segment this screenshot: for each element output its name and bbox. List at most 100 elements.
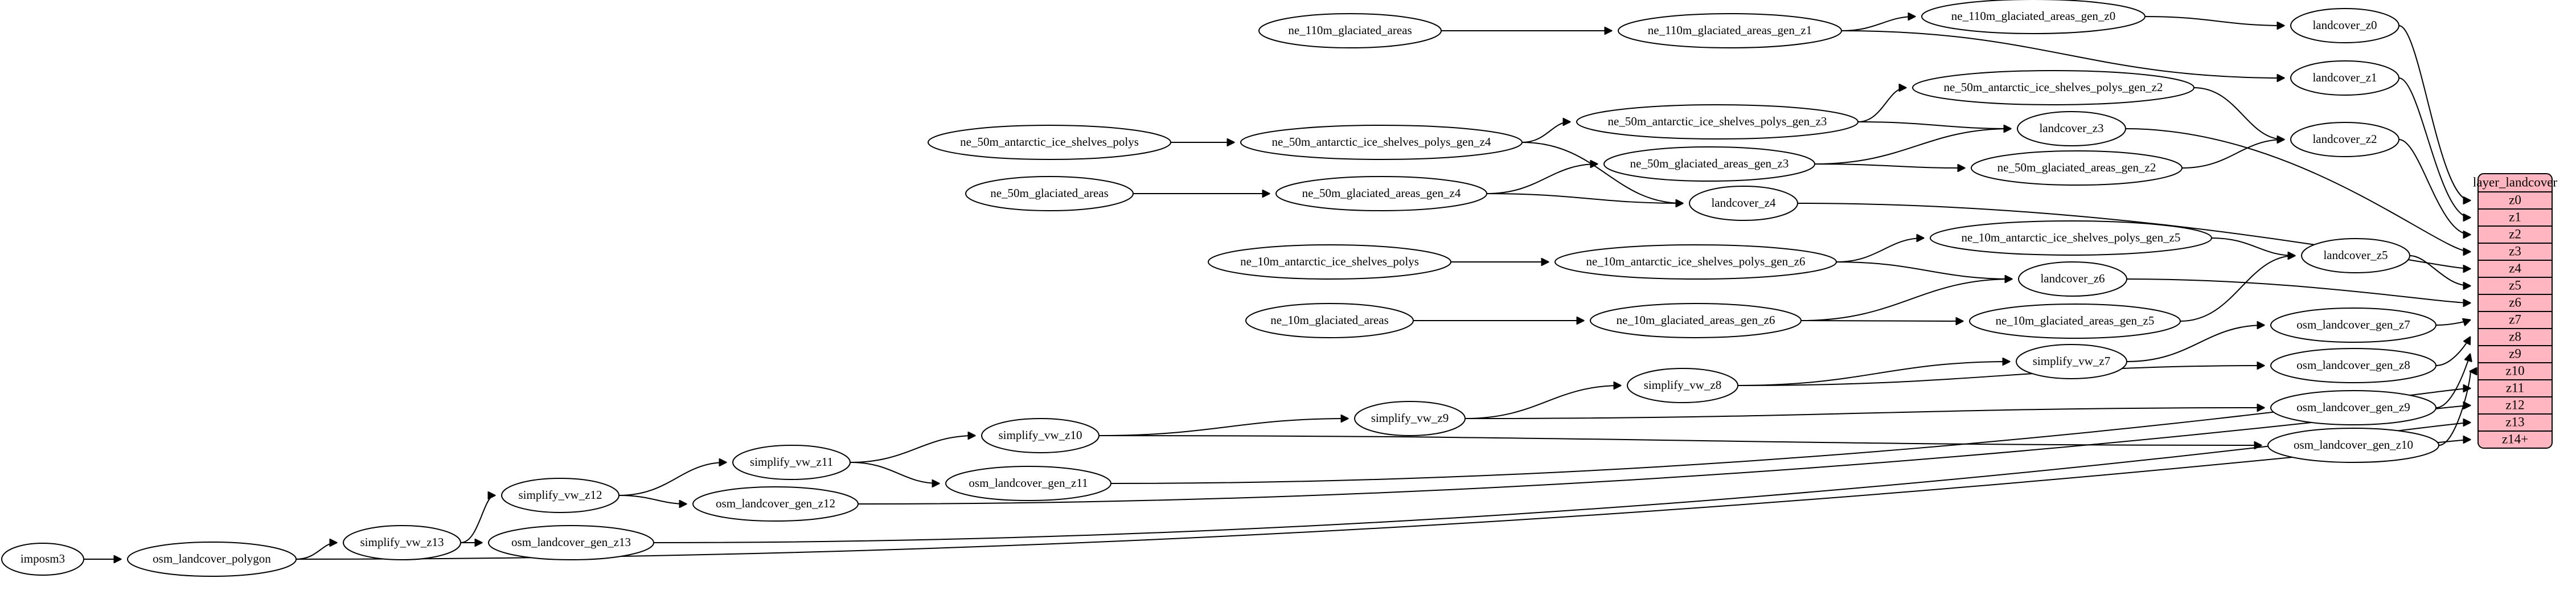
node-ne_10m_antarctic_ice_shelves_polys[interactable]: ne_10m_antarctic_ice_shelves_polys [1208, 244, 1451, 280]
node-simplify_vw_z9[interactable]: simplify_vw_z9 [1354, 401, 1466, 436]
node-ne_50m_antarctic_ice_shelves_polys_gen_z4[interactable]: ne_50m_antarctic_ice_shelves_polys_gen_z… [1240, 125, 1523, 160]
node-imposm3[interactable]: imposm3 [1, 543, 84, 576]
table-row-z2[interactable]: z2 [2509, 227, 2521, 241]
node-label-osm_landcover_polygon: osm_landcover_polygon [153, 552, 271, 565]
node-osm_landcover_gen_z13[interactable]: osm_landcover_gen_z13 [488, 525, 654, 560]
edge-ne_50m_glaciated_areas_gen_z4-to-ne_50m_glaciated_areas_gen_z3 [1486, 164, 1597, 194]
node-ne_110m_glaciated_areas_gen_z0[interactable]: ne_110m_glaciated_areas_gen_z0 [1921, 0, 2146, 34]
node-label-ne_10m_antarctic_ice_shelves_polys: ne_10m_antarctic_ice_shelves_polys [1240, 255, 1419, 268]
edge-ne_50m_antarctic_ice_shelves_polys_gen_z2-to-landcover_z2 [2193, 87, 2284, 140]
node-osm_landcover_polygon[interactable]: osm_landcover_polygon [127, 542, 297, 577]
edge-ne_10m_glaciated_areas_gen_z6-to-landcover_z6 [1800, 279, 2012, 321]
node-landcover_z6[interactable]: landcover_z6 [2018, 261, 2127, 297]
node-label-ne_50m_glaciated_areas_gen_z4: ne_50m_glaciated_areas_gen_z4 [1302, 186, 1461, 200]
edge-ne_50m_glaciated_areas_gen_z3-to-ne_50m_glaciated_areas_gen_z2 [1814, 163, 1964, 168]
node-osm_landcover_gen_z11[interactable]: osm_landcover_gen_z11 [945, 466, 1111, 501]
node-simplify_vw_z12[interactable]: simplify_vw_z12 [501, 478, 620, 513]
node-label-osm_landcover_gen_z11: osm_landcover_gen_z11 [969, 476, 1088, 490]
node-label-osm_landcover_gen_z9: osm_landcover_gen_z9 [2296, 400, 2410, 414]
node-ne_110m_glaciated_areas_gen_z1[interactable]: ne_110m_glaciated_areas_gen_z1 [1618, 13, 1842, 48]
node-osm_landcover_gen_z9[interactable]: osm_landcover_gen_z9 [2270, 390, 2436, 425]
table-title: layer_landcover [2473, 175, 2557, 189]
edge-osm_landcover_gen_z7-to-layer_landcover-z7 [2435, 320, 2470, 325]
table-row-z1[interactable]: z1 [2509, 210, 2521, 224]
node-label-simplify_vw_z13: simplify_vw_z13 [360, 535, 444, 549]
edge-osm_landcover_gen_z11-to-layer_landcover-z11 [1110, 388, 2470, 484]
node-ne_50m_antarctic_ice_shelves_polys_gen_z2[interactable]: ne_50m_antarctic_ice_shelves_polys_gen_z… [1912, 70, 2194, 105]
node-shape-ne_10m_antarctic_ice_shelves_polys [1208, 244, 1451, 280]
node-shape-ne_50m_glaciated_areas_gen_z3 [1603, 146, 1815, 182]
table-row-z14+[interactable]: z14+ [2502, 432, 2528, 446]
node-osm_landcover_gen_z12[interactable]: osm_landcover_gen_z12 [692, 486, 859, 522]
node-shape-osm_landcover_gen_z7 [2270, 307, 2436, 343]
node-shape-ne_50m_antarctic_ice_shelves_polys_gen_z2 [1912, 70, 2194, 105]
table-row-z10[interactable]: z10 [2505, 363, 2524, 378]
node-label-landcover_z5: landcover_z5 [2323, 248, 2388, 262]
table-row-z12[interactable]: z12 [2505, 397, 2524, 412]
table-row-z3[interactable]: z3 [2509, 244, 2521, 258]
table-layer-landcover: layer_landcover z0 z1 z2 z3 z4 z5 z6 z7 z8 z9 z10 z1… [2473, 173, 2557, 449]
node-shape-ne_50m_glaciated_areas_gen_z4 [1275, 176, 1487, 211]
node-landcover_z4[interactable]: landcover_z4 [1689, 186, 1798, 221]
table-row-z5[interactable]: z5 [2509, 278, 2521, 292]
node-landcover_z5[interactable]: landcover_z5 [2301, 238, 2410, 273]
node-landcover_z3[interactable]: landcover_z3 [2017, 111, 2126, 146]
node-osm_landcover_gen_z8[interactable]: osm_landcover_gen_z8 [2270, 348, 2436, 383]
node-shape-ne_50m_antarctic_ice_shelves_polys_gen_z3 [1576, 104, 1859, 140]
node-ne_50m_glaciated_areas_gen_z3[interactable]: ne_50m_glaciated_areas_gen_z3 [1603, 146, 1815, 182]
table-row-z11[interactable]: z11 [2506, 380, 2524, 395]
node-ne_50m_antarctic_ice_shelves_polys_gen_z3[interactable]: ne_50m_antarctic_ice_shelves_polys_gen_z… [1576, 104, 1859, 140]
node-ne_50m_glaciated_areas_gen_z4[interactable]: ne_50m_glaciated_areas_gen_z4 [1275, 176, 1487, 211]
table-row-z7[interactable]: z7 [2509, 312, 2521, 326]
node-simplify_vw_z13[interactable]: simplify_vw_z13 [343, 525, 461, 560]
node-shape-landcover_z0 [2290, 8, 2399, 43]
node-shape-ne_10m_antarctic_ice_shelves_polys_gen_z6 [1554, 244, 1837, 280]
table-row-z9[interactable]: z9 [2509, 346, 2521, 360]
node-label-ne_50m_antarctic_ice_shelves_polys_gen_z4: ne_50m_antarctic_ice_shelves_polys_gen_z… [1272, 135, 1491, 149]
node-simplify_vw_z7[interactable]: simplify_vw_z7 [2016, 344, 2127, 379]
node-ne_50m_glaciated_areas[interactable]: ne_50m_glaciated_areas [965, 176, 1134, 211]
edge-osm_landcover_gen_z9-to-layer_landcover-z9 [2435, 354, 2470, 408]
edge-ne_50m_antarctic_ice_shelves_polys_gen_z4-to-ne_50m_antarctic_ice_shelves_polys_gen_z3 [1521, 122, 1570, 143]
table-row-z8[interactable]: z8 [2509, 329, 2521, 343]
node-shape-osm_landcover_gen_z13 [488, 525, 654, 560]
node-shape-simplify_vw_z13 [343, 525, 461, 560]
node-ne_10m_glaciated_areas[interactable]: ne_10m_glaciated_areas [1245, 303, 1414, 338]
node-ne_10m_antarctic_ice_shelves_polys_gen_z6[interactable]: ne_10m_antarctic_ice_shelves_polys_gen_z… [1554, 244, 1837, 280]
node-osm_landcover_gen_z7[interactable]: osm_landcover_gen_z7 [2270, 307, 2436, 343]
node-landcover_z2[interactable]: landcover_z2 [2290, 122, 2399, 157]
edge-ne_50m_antarctic_ice_shelves_polys_gen_z4-to-landcover_z4 [1521, 142, 1683, 203]
node-shape-ne_110m_glaciated_areas_gen_z1 [1618, 13, 1842, 48]
node-shape-landcover_z4 [1689, 186, 1798, 221]
node-shape-osm_landcover_gen_z9 [2270, 390, 2436, 425]
edge-simplify_vw_z8-to-osm_landcover_gen_z8 [1737, 366, 2264, 386]
node-shape-ne_50m_glaciated_areas_gen_z2 [1971, 150, 2183, 186]
table-row-z0[interactable]: z0 [2509, 192, 2521, 207]
node-simplify_vw_z10[interactable]: simplify_vw_z10 [981, 418, 1100, 453]
node-shape-landcover_z3 [2017, 111, 2126, 146]
node-label-imposm3: imposm3 [20, 552, 65, 565]
node-landcover_z1[interactable]: landcover_z1 [2290, 60, 2399, 96]
edge-ne_50m_glaciated_areas_gen_z3-to-landcover_z3 [1814, 129, 2011, 165]
table-row-z13[interactable]: z13 [2505, 415, 2524, 429]
table-row-z6[interactable]: z6 [2509, 295, 2521, 309]
node-label-ne_10m_antarctic_ice_shelves_polys_gen_z6: ne_10m_antarctic_ice_shelves_polys_gen_z… [1586, 255, 1806, 268]
node-landcover_z0[interactable]: landcover_z0 [2290, 8, 2399, 43]
node-label-osm_landcover_gen_z13: osm_landcover_gen_z13 [511, 535, 631, 549]
node-ne_50m_antarctic_ice_shelves_polys[interactable]: ne_50m_antarctic_ice_shelves_polys [928, 125, 1171, 160]
node-shape-simplify_vw_z8 [1627, 368, 1738, 403]
node-ne_110m_glaciated_areas[interactable]: ne_110m_glaciated_areas [1258, 13, 1442, 48]
node-shape-ne_50m_antarctic_ice_shelves_polys [928, 125, 1171, 160]
node-osm_landcover_gen_z10[interactable]: osm_landcover_gen_z10 [2267, 428, 2439, 463]
node-shape-landcover_z5 [2301, 238, 2410, 273]
node-ne_50m_glaciated_areas_gen_z2[interactable]: ne_50m_glaciated_areas_gen_z2 [1971, 150, 2183, 186]
node-ne_10m_glaciated_areas_gen_z6[interactable]: ne_10m_glaciated_areas_gen_z6 [1590, 303, 1802, 338]
node-ne_10m_glaciated_areas_gen_z5[interactable]: ne_10m_glaciated_areas_gen_z5 [1969, 304, 2181, 339]
node-ne_10m_antarctic_ice_shelves_polys_gen_z5[interactable]: ne_10m_antarctic_ice_shelves_polys_gen_z… [1930, 220, 2212, 256]
edge-ne_10m_glaciated_areas_gen_z5-to-landcover_z5 [2180, 256, 2295, 322]
node-shape-ne_110m_glaciated_areas [1258, 13, 1442, 48]
node-simplify_vw_z11[interactable]: simplify_vw_z11 [732, 445, 851, 480]
edge-ne_10m_antarctic_ice_shelves_polys_gen_z6-to-ne_10m_antarctic_ice_shelves_polys_gen_z5 [1836, 238, 1923, 263]
table-row-z4[interactable]: z4 [2509, 261, 2521, 275]
node-simplify_vw_z8[interactable]: simplify_vw_z8 [1627, 368, 1738, 403]
